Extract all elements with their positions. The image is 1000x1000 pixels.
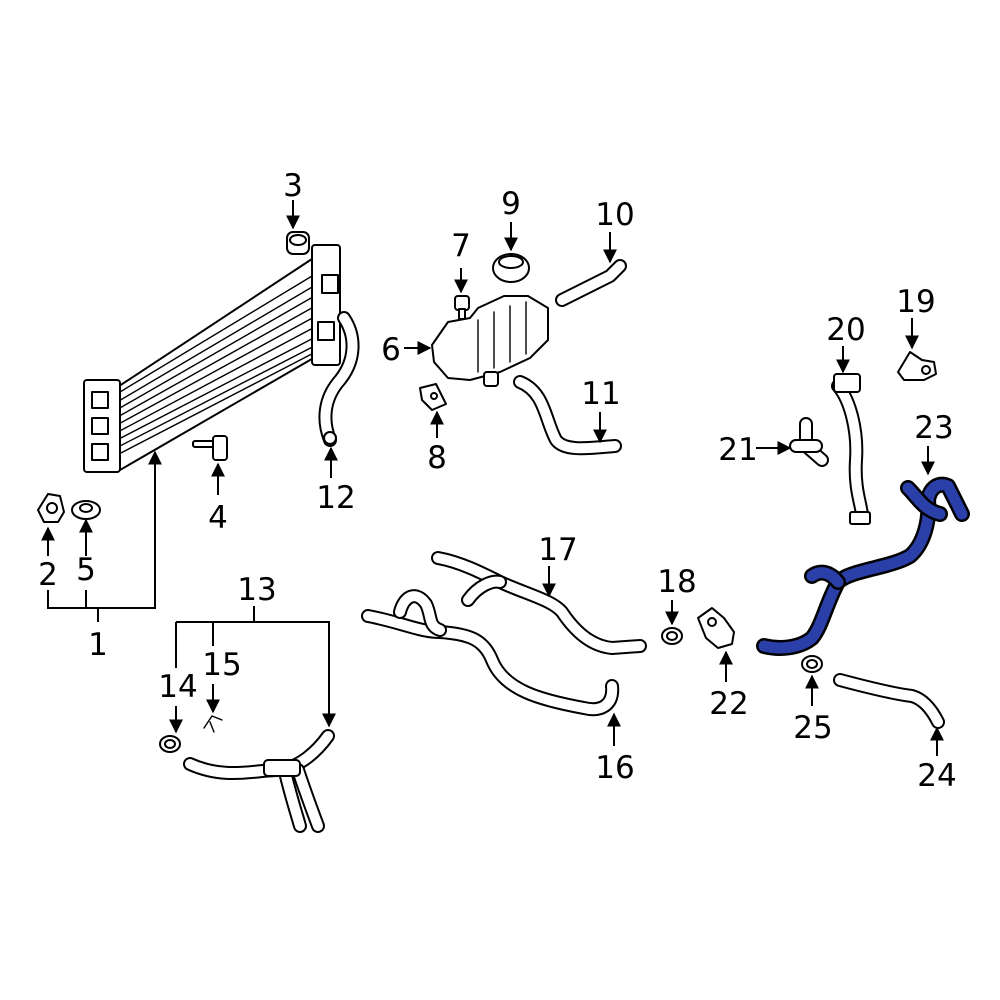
clamp-part-18[interactable] [661,627,683,645]
callout-12: 12 [316,480,355,516]
radiator-part[interactable] [83,244,341,473]
oring-part-14[interactable] [159,735,181,753]
callout-9: 9 [501,186,521,222]
callout-24: 24 [917,758,956,794]
callout-18: 18 [657,564,696,600]
hose-part-16[interactable] [361,589,620,717]
hose-part-10[interactable] [555,259,627,307]
hose-part-24[interactable] [833,673,945,729]
callout-3: 3 [283,168,303,204]
callout-17: 17 [538,532,577,568]
hose-part-11[interactable] [513,375,622,456]
isolator-part-3[interactable] [286,231,310,255]
callout-25: 25 [793,710,832,746]
hose-part-23-highlighted[interactable] [756,476,970,656]
bracket-part-2[interactable] [37,493,65,523]
clamp-part-25[interactable] [801,655,823,673]
callout-4: 4 [208,500,228,536]
tee-fitting-part-21[interactable] [789,417,829,467]
callout-21: 21 [718,432,757,468]
bracket-part-19[interactable] [897,351,937,381]
hose-part-12[interactable] [318,311,360,447]
grommet-part-5[interactable] [71,500,101,520]
hose-part-17[interactable] [431,551,647,655]
callout-22: 22 [709,686,748,722]
leader-lines [41,200,944,756]
clip-part-15[interactable] [203,715,223,733]
connector-part-22[interactable] [697,607,735,649]
hose-part-20[interactable] [831,373,871,525]
callout-2: 2 [38,557,58,593]
callout-11: 11 [581,376,620,412]
callout-16: 16 [595,750,634,786]
callout-13: 13 [237,572,276,608]
callout-15: 15 [202,647,241,683]
callout-23: 23 [914,410,953,446]
bolt-part-4[interactable] [192,435,228,461]
callout-19: 19 [896,284,935,320]
callout-14: 14 [158,669,197,705]
bolt-part-7[interactable] [454,295,470,320]
callout-5: 5 [76,552,96,588]
bracket-part-8[interactable] [419,383,447,411]
callout-7: 7 [451,228,471,264]
callout-8: 8 [427,440,447,476]
hose-assembly-part-13[interactable] [183,729,335,833]
callout-1: 1 [88,627,108,663]
callout-labels: 1 2 3 4 5 6 7 8 9 10 11 12 13 14 15 16 1… [38,168,957,794]
cap-part-9[interactable] [492,253,530,283]
callout-6: 6 [381,332,401,368]
callout-10: 10 [595,197,634,233]
callout-20: 20 [826,312,865,348]
reservoir-part-6[interactable] [431,295,549,387]
